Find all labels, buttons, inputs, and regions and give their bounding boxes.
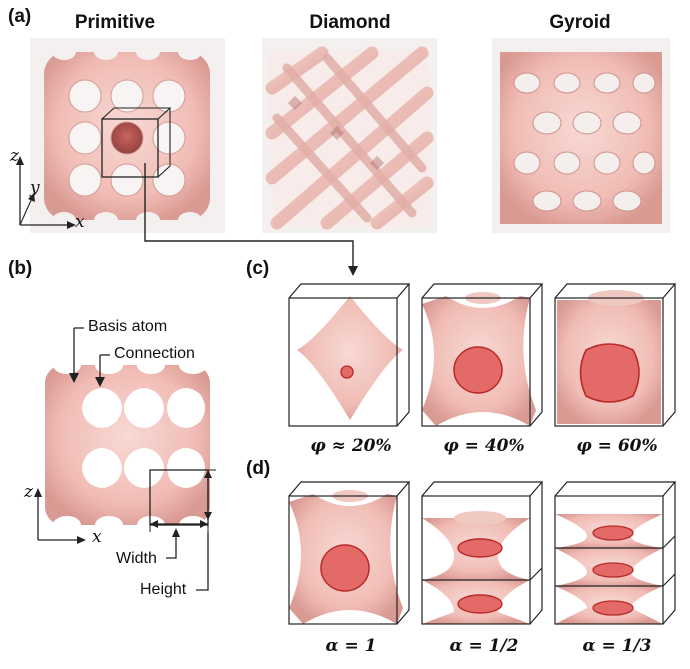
panel-label-d: (d) [246,458,271,479]
title-gyroid: Gyroid [549,12,611,33]
cell-alpha-third [554,481,677,625]
title-diamond: Diamond [309,12,391,33]
label-connection: Connection [114,345,195,362]
caption-alpha-half: α = 1/2 [449,636,519,656]
unit-cell-array-image [45,356,210,534]
caption-phi-60: φ = 60% [576,436,658,456]
cell-phi-20 [288,283,411,427]
cell-phi-60 [554,283,677,427]
label-height: Height [140,581,187,598]
caption-alpha-1: α = 1 [325,636,377,656]
caption-phi-20: φ ≈ 20% [310,436,392,456]
axis-y-a: y [30,178,40,198]
axis-x-b: x [92,527,102,547]
caption-alpha-third: α = 1/3 [582,636,652,656]
gyroid-lattice-image [492,38,670,233]
label-width: Width [116,550,157,567]
axes-a-diagram [16,156,76,229]
title-primitive: Primitive [74,12,156,33]
panel-label-b: (b) [8,258,33,279]
axis-z-a: z [10,146,19,166]
cell-alpha-1 [288,481,411,625]
diamond-lattice-image [262,38,437,233]
cell-phi-40 [421,283,544,427]
panel-label-a: (a) [8,6,32,27]
primitive-lattice-image [30,38,225,233]
axis-x-a: x [75,212,85,232]
caption-phi-40: φ = 40% [443,436,525,456]
panel-label-c: (c) [246,258,270,279]
cell-alpha-half [421,481,544,625]
label-basis-atom: Basis atom [88,318,168,335]
axis-z-b: z [24,482,33,502]
